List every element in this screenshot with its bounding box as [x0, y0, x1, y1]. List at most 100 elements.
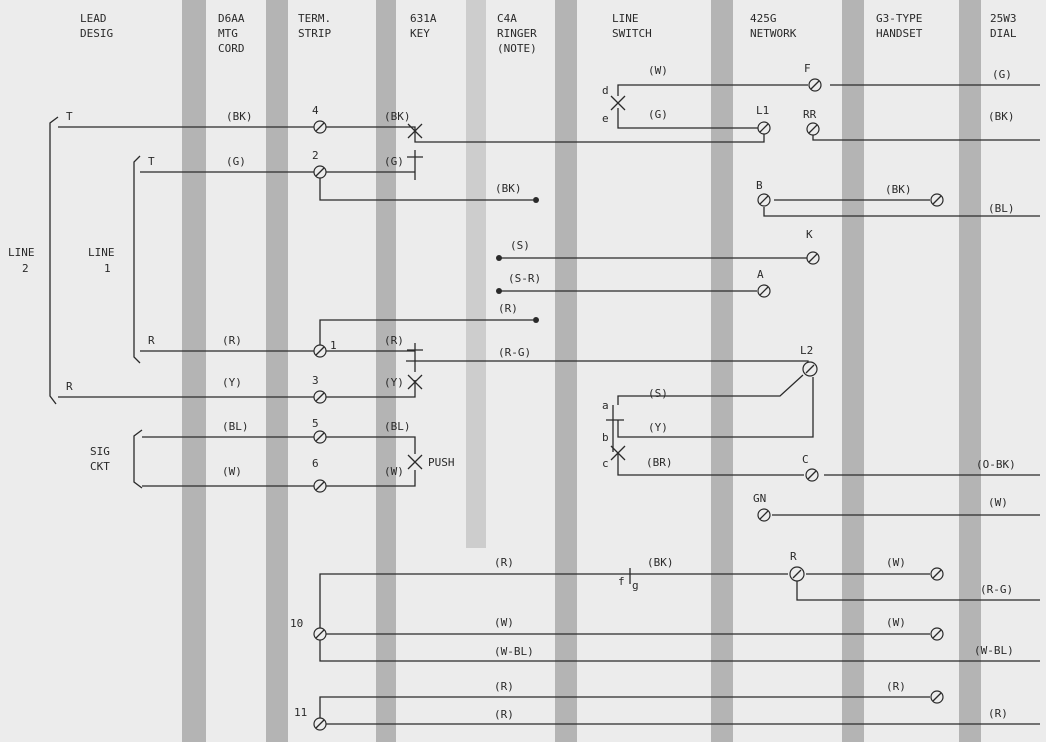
net-label-c: C — [802, 453, 809, 466]
contact-b: b — [602, 431, 609, 444]
terminal-label-3: 3 — [312, 374, 319, 387]
wire-switch-y — [617, 377, 814, 438]
color-label: (BL) — [384, 420, 411, 433]
terminal-1 — [313, 344, 327, 358]
wire-sig-bl — [142, 436, 416, 454]
terminal-label-10: 10 — [290, 617, 303, 630]
network-term-l1 — [757, 121, 771, 135]
header-ringer-3: (NOTE) — [497, 42, 537, 55]
color-label: (Y) — [222, 376, 242, 389]
switch-contact-c — [610, 445, 626, 461]
band-strip — [266, 0, 288, 742]
column-headers: LEAD DESIG D6AA MTG CORD TERM. STRIP 631… — [80, 12, 1017, 55]
header-ringer-2: RINGER — [497, 27, 537, 40]
band-dial — [959, 0, 981, 742]
color-label: (R) — [988, 707, 1008, 720]
switch-contact-de — [610, 95, 626, 111]
color-label: (W) — [222, 465, 242, 478]
color-label: (G) — [648, 108, 668, 121]
contact-d: d — [602, 84, 609, 97]
terminal-symbols — [313, 78, 944, 731]
color-label: (W) — [494, 616, 514, 629]
band-network — [711, 0, 733, 742]
color-label: (W) — [988, 496, 1008, 509]
wire-rr-dial — [812, 135, 1040, 141]
wire-sig-w — [142, 470, 416, 487]
network-term-k — [806, 251, 820, 265]
header-strip-1: TERM. — [298, 12, 331, 25]
color-label: (BK) — [647, 556, 674, 569]
color-label: (BK) — [988, 110, 1015, 123]
contact-g: g — [632, 579, 639, 592]
header-ringer-1: C4A — [497, 12, 517, 25]
group-line1-1: LINE — [88, 246, 115, 259]
color-label: (W) — [886, 556, 906, 569]
contact-a: a — [602, 399, 609, 412]
color-label: (R) — [498, 302, 518, 315]
color-label: (BL) — [222, 420, 249, 433]
wire-term10-dial — [319, 640, 1040, 662]
terminal-2 — [313, 165, 327, 179]
wire-switch-l1 — [617, 108, 760, 129]
color-label: (R) — [222, 334, 242, 347]
header-handset-1: G3-TYPE — [876, 12, 922, 25]
header-network-2: NETWORK — [750, 27, 797, 40]
header-strip-2: STRIP — [298, 27, 331, 40]
header-cord-1: D6AA — [218, 12, 245, 25]
terminal-label-6: 6 — [312, 457, 319, 470]
net-label-k: K — [806, 228, 813, 241]
color-label: (R) — [494, 556, 514, 569]
terminal-6 — [313, 479, 327, 493]
terminal-11 — [313, 717, 327, 731]
contact-e: e — [602, 112, 609, 125]
header-cord-2: MTG — [218, 27, 238, 40]
color-label: (S) — [510, 239, 530, 252]
color-label: (W-BL) — [494, 645, 534, 658]
terminal-label-11: 11 — [294, 706, 307, 719]
bracket-sig-ckt — [133, 429, 143, 489]
net-label-a: A — [757, 268, 764, 281]
net-label-r: R — [790, 550, 797, 563]
wire-line2-tip — [58, 126, 765, 143]
wire-switch-f — [617, 84, 808, 96]
color-label: (S-R) — [508, 272, 541, 285]
net-label-gn: GN — [753, 492, 766, 505]
group-sig-2: CKT — [90, 460, 110, 473]
color-label: (BK) — [226, 110, 253, 123]
terminal-4 — [313, 120, 327, 134]
network-term-a — [757, 284, 771, 298]
header-dial-2: DIAL — [990, 27, 1017, 40]
header-key-1: 631A — [410, 12, 437, 25]
band-handset — [842, 0, 864, 742]
lead-r-line1: R — [148, 334, 155, 347]
color-label: (BL) — [988, 202, 1015, 215]
ringer-dot-4 — [533, 317, 539, 323]
color-label: (R-G) — [980, 583, 1013, 596]
band-switch — [555, 0, 577, 742]
network-term-labels: F L1 RR B K A L2 C GN R — [753, 62, 817, 563]
key-push-label: PUSH — [428, 456, 455, 469]
color-label: (R) — [384, 334, 404, 347]
ringer-dot-3 — [496, 288, 502, 294]
key-contact-push — [407, 454, 423, 470]
terminal-label-1: 1 — [330, 339, 337, 352]
color-label: (G) — [226, 155, 246, 168]
contact-c: c — [602, 457, 609, 470]
terminal-numbers: 4 2 1 3 5 6 10 11 PUSH — [290, 104, 455, 719]
terminal-label-5: 5 — [312, 417, 319, 430]
header-lead-2: DESIG — [80, 27, 113, 40]
ringer-dot-2 — [496, 255, 502, 261]
bracket-line-2 — [49, 116, 59, 405]
group-sig-1: SIG — [90, 445, 110, 458]
network-term-r — [789, 566, 805, 582]
color-label: (Y) — [384, 376, 404, 389]
switch-contact-labels: d e a b c f g — [602, 84, 639, 592]
group-line2-2: 2 — [22, 262, 29, 275]
color-label: (R) — [886, 680, 906, 693]
color-label: (BR) — [646, 456, 673, 469]
net-label-rr: RR — [803, 108, 817, 121]
header-key-2: KEY — [410, 27, 430, 40]
column-bands — [182, 0, 981, 742]
key-contact-t2 — [407, 343, 423, 372]
handset-term-4 — [930, 690, 944, 704]
